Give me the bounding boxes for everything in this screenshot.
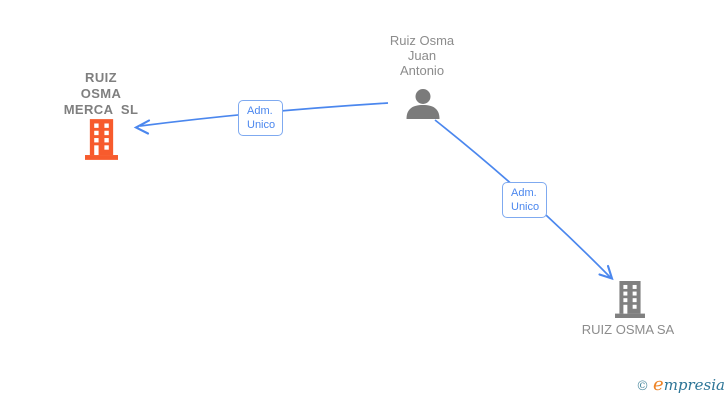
node-person[interactable] — [404, 89, 442, 119]
building-icon-orange — [85, 119, 118, 160]
empresia-brand-initial: e — [653, 374, 664, 395]
company-main-name-label: RUIZ OSMA MERCA SL — [31, 70, 171, 118]
edge-role-line1: Adm. — [247, 105, 273, 117]
edge-role-line2: Unico — [511, 201, 540, 213]
empresia-logo[interactable]: ©empresia — [636, 374, 725, 395]
person-name-line3: Antonio — [399, 63, 445, 78]
arrowhead-to-merca-sl-icon — [133, 119, 151, 135]
node-company-ruiz-osma-sa[interactable] — [615, 281, 645, 318]
edge-role-line1: Adm. — [511, 187, 537, 199]
edge-role-label-ruiz-osma-sa[interactable]: Adm. Unico — [502, 182, 547, 218]
person-name-line2: Juan — [407, 48, 437, 63]
company-secondary-name-label: RUIZ OSMA SA — [581, 322, 675, 337]
edge-role-label-merca-sl[interactable]: Adm. Unico — [238, 100, 283, 136]
node-company-merca-sl[interactable] — [85, 119, 118, 160]
person-name-line1: Ruiz Osma — [389, 33, 455, 48]
building-icon-gray — [615, 281, 645, 318]
person-name-label: Ruiz Osma Juan Antonio — [337, 33, 507, 78]
company-main-name-line2: OSMA — [80, 86, 122, 101]
empresia-brand-text: mpresia — [663, 376, 725, 394]
company-main-name-line1: RUIZ — [85, 70, 117, 85]
company-main-name-line3: MERCA SL — [63, 102, 139, 117]
person-icon — [406, 89, 440, 119]
arrowhead-to-sa-icon — [598, 264, 614, 281]
edge-role-line2: Unico — [247, 119, 276, 131]
copyright-icon: © — [636, 379, 650, 394]
